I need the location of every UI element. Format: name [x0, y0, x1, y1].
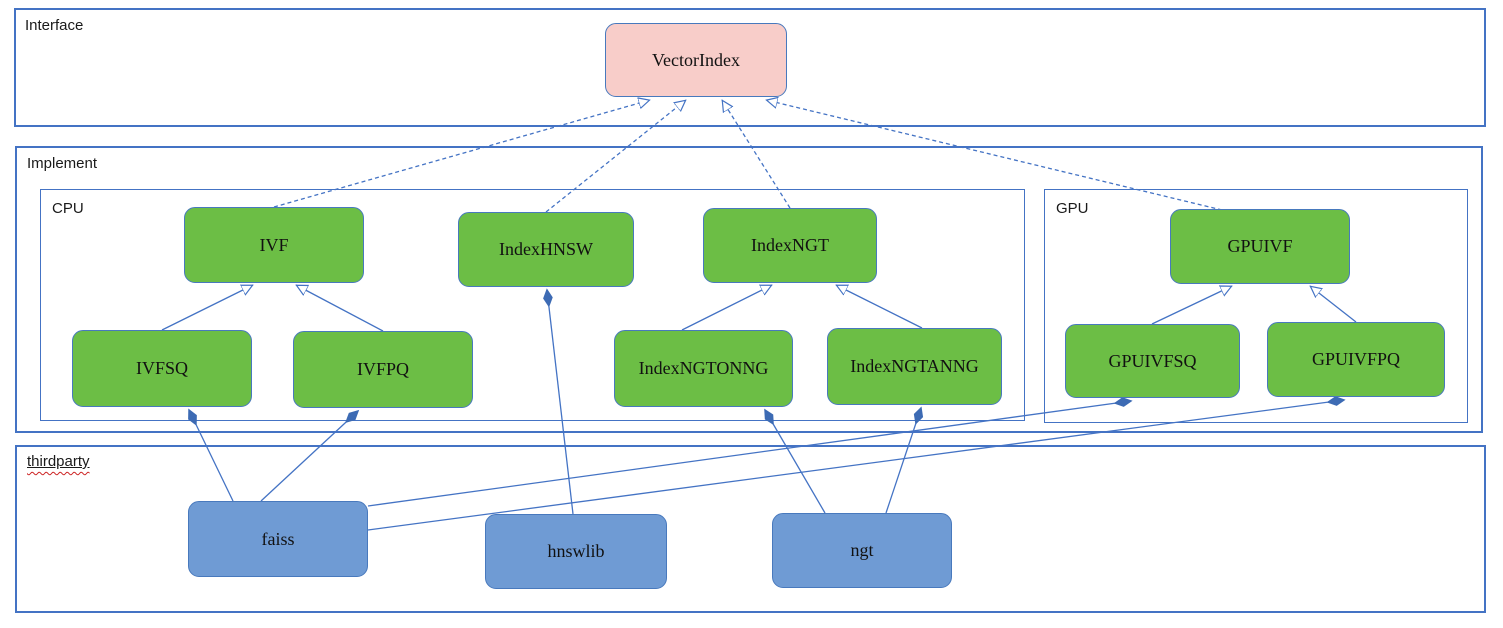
node-indexhnsw[interactable]: IndexHNSW [458, 212, 634, 287]
section-gpu-label: GPU [1056, 200, 1089, 217]
node-indexngtonng[interactable]: IndexNGTONNG [614, 330, 793, 407]
node-gpuivf-label: GPUIVF [1227, 236, 1293, 256]
section-thirdparty-label: thirdparty [27, 453, 90, 470]
node-faiss-label: faiss [261, 528, 295, 549]
node-indexhnsw-label: IndexHNSW [499, 239, 593, 259]
node-indexngtanng[interactable]: IndexNGTANNG [827, 328, 1002, 405]
node-gpuivfsq[interactable]: GPUIVFSQ [1065, 324, 1240, 398]
node-vectorindex-label: VectorIndex [652, 49, 740, 70]
node-faiss[interactable]: faiss [188, 501, 368, 577]
node-indexngt[interactable]: IndexNGT [703, 208, 877, 283]
node-gpuivf[interactable]: GPUIVF [1170, 209, 1350, 284]
section-thirdparty-label-text: thirdparty [27, 453, 90, 470]
section-interface-label: Interface [25, 17, 84, 34]
node-ivfsq-label: IVFSQ [135, 358, 188, 378]
node-ivfsq[interactable]: IVFSQ [72, 330, 252, 407]
section-implement-label: Implement [27, 155, 98, 172]
node-ngt-label: ngt [850, 540, 874, 560]
node-hnswlib[interactable]: hnswlib [485, 514, 667, 589]
node-gpuivfpq[interactable]: GPUIVFPQ [1267, 322, 1445, 397]
node-ivfpq-label: IVFPQ [356, 359, 409, 379]
section-cpu-label: CPU [52, 200, 84, 217]
node-ngt[interactable]: ngt [772, 513, 952, 588]
node-indexngt-label: IndexNGT [751, 235, 829, 255]
node-ivf-label: IVF [259, 234, 289, 255]
node-gpuivfsq-label: GPUIVFSQ [1108, 350, 1197, 371]
node-vectorindex[interactable]: VectorIndex [605, 23, 787, 97]
node-ivf[interactable]: IVF [184, 207, 364, 283]
node-indexngtonng-label: IndexNGTONNG [638, 358, 769, 378]
node-hnswlib-label: hnswlib [547, 541, 605, 561]
node-ivfpq[interactable]: IVFPQ [293, 331, 473, 408]
node-indexngtanng-label: IndexNGTANNG [850, 356, 979, 376]
node-gpuivfpq-label: GPUIVFPQ [1311, 349, 1401, 369]
